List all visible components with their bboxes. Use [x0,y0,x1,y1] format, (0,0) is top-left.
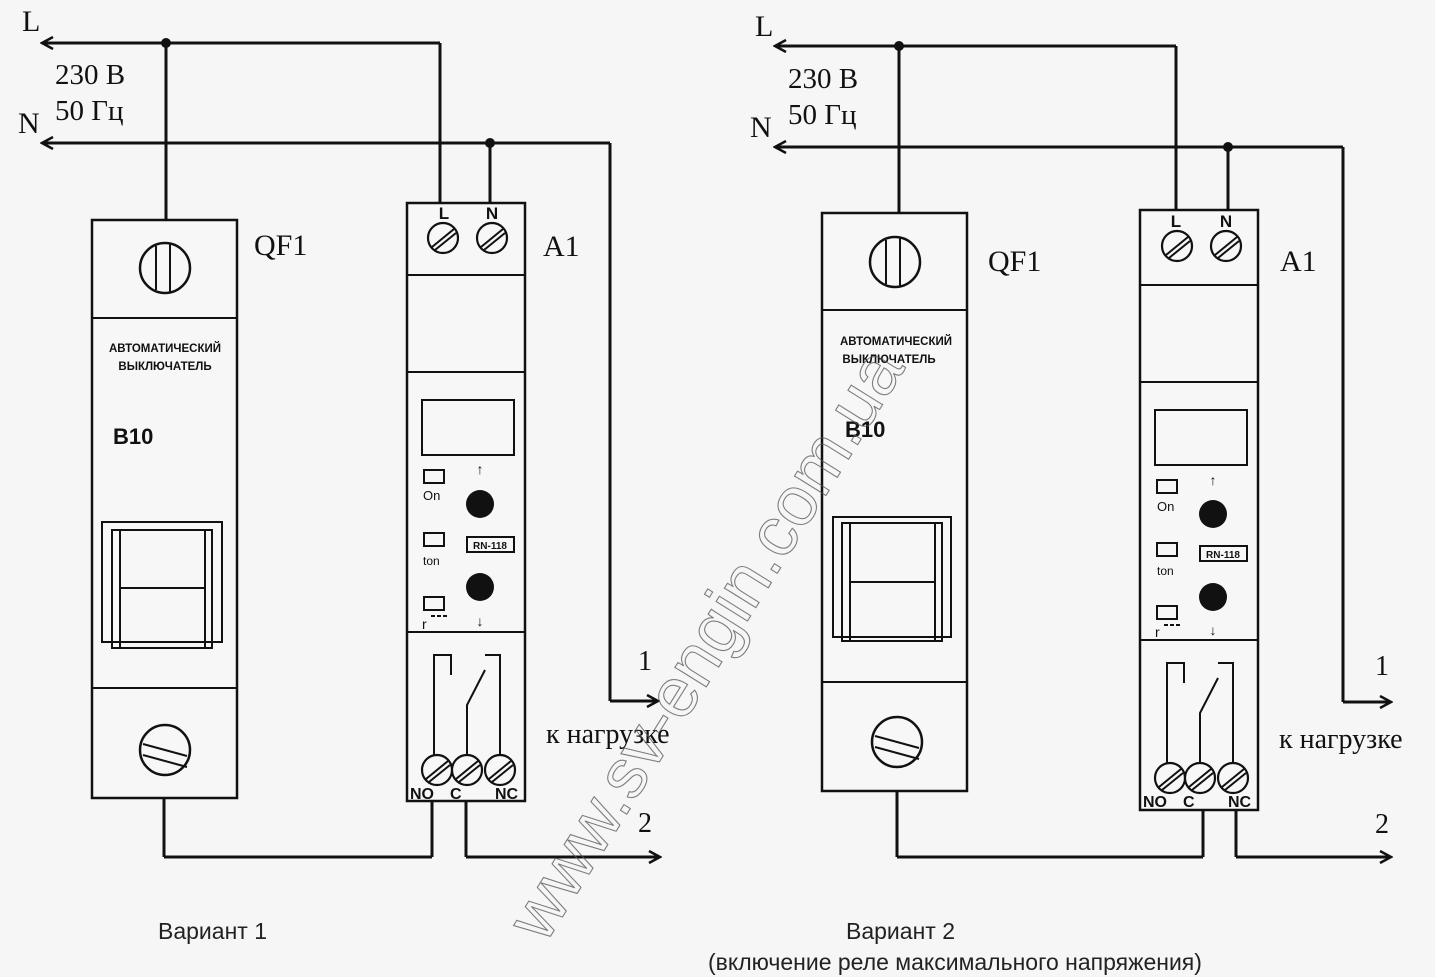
variant-1-diagram: L N 230 В 50 Гц АВТОМАТИЧЕСКИЙ ВЫКЛЮЧАТЕ… [18,5,670,857]
screw-icon [1160,229,1194,263]
terminal-n-label: N [486,204,498,223]
screw-icon [475,221,509,255]
terminal-c-label: C [1183,794,1195,811]
terminal-no-label: NO [410,786,434,803]
down-button [1199,583,1227,611]
no-contact [1166,662,1185,763]
terminal-nc-label: NC [1228,794,1252,811]
relay-r-label: r [1155,624,1160,640]
output-1-label: 1 [1375,651,1389,682]
nc-contact [1218,662,1234,763]
relay-ref-label: A1 [543,230,580,263]
frequency-label: 50 Гц [55,95,124,127]
output-2-label: 2 [638,808,652,839]
voltage-relay-a1: L N On ton r ↑ RN-118 ↓ NO C [1138,208,1260,812]
down-arrow-icon: ↓ [1210,622,1217,638]
neutral-label: N [18,107,40,140]
breaker-text-2: ВЫКЛЮЧАТЕЛЬ [118,361,211,373]
voltage-relay-a1: L N On ton r ↑ RN-118 ↓ NO [405,201,527,803]
breaker-text-1: АВТОМАТИЧЕСКИЙ [109,342,221,355]
breaker-text-2: ВЫКЛЮЧАТЕЛЬ [842,354,935,366]
relay-display [421,399,515,456]
screw-icon [1153,761,1187,795]
screw-icon [450,753,484,787]
voltage-label: 230 В [55,59,125,91]
terminal-c-label: C [450,786,462,803]
down-arrow-icon: ↓ [477,613,484,629]
screw-icon [138,723,192,777]
up-button [1199,500,1227,528]
relay-ton-label: ton [1157,564,1174,578]
relay-ton-label: ton [423,554,440,568]
screw-icon [483,753,517,787]
breaker-rating: B10 [845,417,885,442]
voltage-label: 230 В [788,63,858,95]
relay-on-label: On [1157,499,1174,514]
circuit-breaker-qf1: АВТОМАТИЧЕСКИЙ ВЫКЛЮЧАТЕЛЬ B10 [90,218,239,800]
terminal-l-label: L [1171,212,1181,231]
caption-variant-1: Вариант 1 [158,918,267,944]
frequency-label: 50 Гц [788,99,857,131]
line-label: L [22,5,40,38]
screw-icon [1209,229,1243,263]
screw-icon [870,715,924,769]
no-contact [433,654,452,755]
output-2-label: 2 [1375,809,1389,840]
screw-icon [426,221,460,255]
breaker-text-1: АВТОМАТИЧЕСКИЙ [840,335,952,348]
relay-display [1154,409,1248,466]
breaker-ref-label: QF1 [254,229,307,262]
relay-model-label: RN-118 [1206,550,1240,561]
down-button [466,573,494,601]
caption-variant-2-note: (включение реле максимального напряжения… [708,949,1202,975]
screw-icon [138,241,192,295]
switch-contact [1199,677,1219,763]
screw-icon [1183,761,1217,795]
breaker-ref-label: QF1 [988,245,1041,278]
output-1-label: 1 [638,646,652,677]
relay-r-label: r [422,616,427,632]
breaker-rating: B10 [113,424,153,449]
neutral-label: N [750,111,772,144]
terminal-l-label: L [439,204,449,223]
terminal-n-label: N [1220,212,1232,231]
relay-model-label: RN-118 [473,541,507,552]
nc-contact [485,654,501,755]
caption-variant-2: Вариант 2 [846,918,955,944]
to-load-label: к нагрузке [546,719,670,750]
terminal-no-label: NO [1143,794,1167,811]
screw-icon [868,235,922,289]
up-arrow-icon: ↑ [477,461,484,477]
up-arrow-icon: ↑ [1210,472,1217,488]
circuit-breaker-qf1: АВТОМАТИЧЕСКИЙ ВЫКЛЮЧАТЕЛЬ B10 [820,211,969,793]
screw-icon [420,753,454,787]
line-label: L [755,10,773,43]
switch-contact [466,669,486,755]
relay-ref-label: A1 [1280,245,1317,278]
screw-icon [1216,761,1250,795]
up-button [466,490,494,518]
to-load-label: к нагрузке [1279,724,1403,755]
terminal-nc-label: NC [495,786,519,803]
relay-on-label: On [423,488,440,503]
variant-2-diagram: L N 230 В 50 Гц АВТОМАТИЧЕСКИЙ ВЫКЛЮЧАТЕ… [750,10,1403,857]
